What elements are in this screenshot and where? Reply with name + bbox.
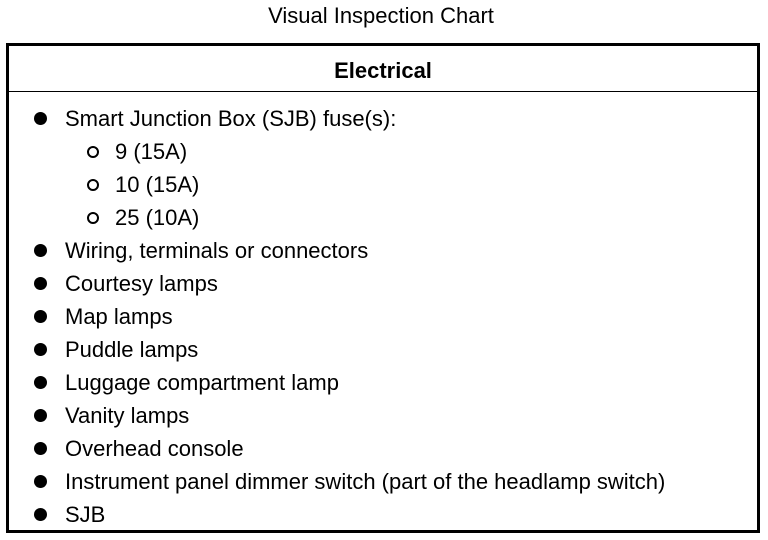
list-item-label: Courtesy lamps xyxy=(65,271,218,296)
list-item-wiring: Wiring, terminals or connectors xyxy=(9,234,757,267)
filled-circle-bullet-icon xyxy=(34,409,47,422)
inspection-item-list: Smart Junction Box (SJB) fuse(s): 9 (15A… xyxy=(9,102,757,531)
list-item-label: Puddle lamps xyxy=(65,337,199,362)
list-item-label: Map lamps xyxy=(65,304,173,329)
list-item-label: Luggage compartment lamp xyxy=(65,370,339,395)
filled-circle-bullet-icon xyxy=(34,475,47,488)
list-item-puddle-lamps: Puddle lamps xyxy=(9,333,757,366)
list-item-label: Overhead console xyxy=(65,436,244,461)
list-item-dimmer-switch: Instrument panel dimmer switch (part of … xyxy=(9,465,757,498)
list-item-label: Wiring, terminals or connectors xyxy=(65,238,369,263)
list-item-sjb-fuses: Smart Junction Box (SJB) fuse(s): xyxy=(9,102,757,135)
list-item-vanity-lamps: Vanity lamps xyxy=(9,399,757,432)
sub-list-item-fuse-10: 10 (15A) xyxy=(9,168,757,201)
sub-list-item-fuse-9: 9 (15A) xyxy=(9,135,757,168)
list-item-map-lamps: Map lamps xyxy=(9,300,757,333)
list-item-sjb: SJB xyxy=(9,498,757,531)
list-item-overhead-console: Overhead console xyxy=(9,432,757,465)
filled-circle-bullet-icon xyxy=(34,277,47,290)
open-circle-bullet-icon xyxy=(87,212,99,224)
filled-circle-bullet-icon xyxy=(34,310,47,323)
list-item-luggage-lamp: Luggage compartment lamp xyxy=(9,366,757,399)
list-item-courtesy-lamps: Courtesy lamps xyxy=(9,267,757,300)
list-item-label: Instrument panel dimmer switch (part of … xyxy=(65,469,666,494)
open-circle-bullet-icon xyxy=(87,179,99,191)
sub-list-item-fuse-25: 25 (10A) xyxy=(9,201,757,234)
section-header: Electrical xyxy=(9,46,757,92)
chart-title: Visual Inspection Chart xyxy=(268,3,494,28)
list-item-label: Smart Junction Box (SJB) fuse(s): xyxy=(65,106,397,131)
filled-circle-bullet-icon xyxy=(34,508,47,521)
filled-circle-bullet-icon xyxy=(34,112,47,125)
list-item-label: Vanity lamps xyxy=(65,403,190,428)
filled-circle-bullet-icon xyxy=(34,244,47,257)
filled-circle-bullet-icon xyxy=(34,376,47,389)
list-item-label: SJB xyxy=(65,502,106,527)
sub-list-item-label: 10 (15A) xyxy=(115,172,200,197)
sub-list-item-label: 25 (10A) xyxy=(115,205,200,230)
sub-list-item-label: 9 (15A) xyxy=(115,139,188,164)
open-circle-bullet-icon xyxy=(87,146,99,158)
filled-circle-bullet-icon xyxy=(34,343,47,356)
filled-circle-bullet-icon xyxy=(34,442,47,455)
inspection-table: Electrical Smart Junction Box (SJB) fuse… xyxy=(6,43,760,533)
